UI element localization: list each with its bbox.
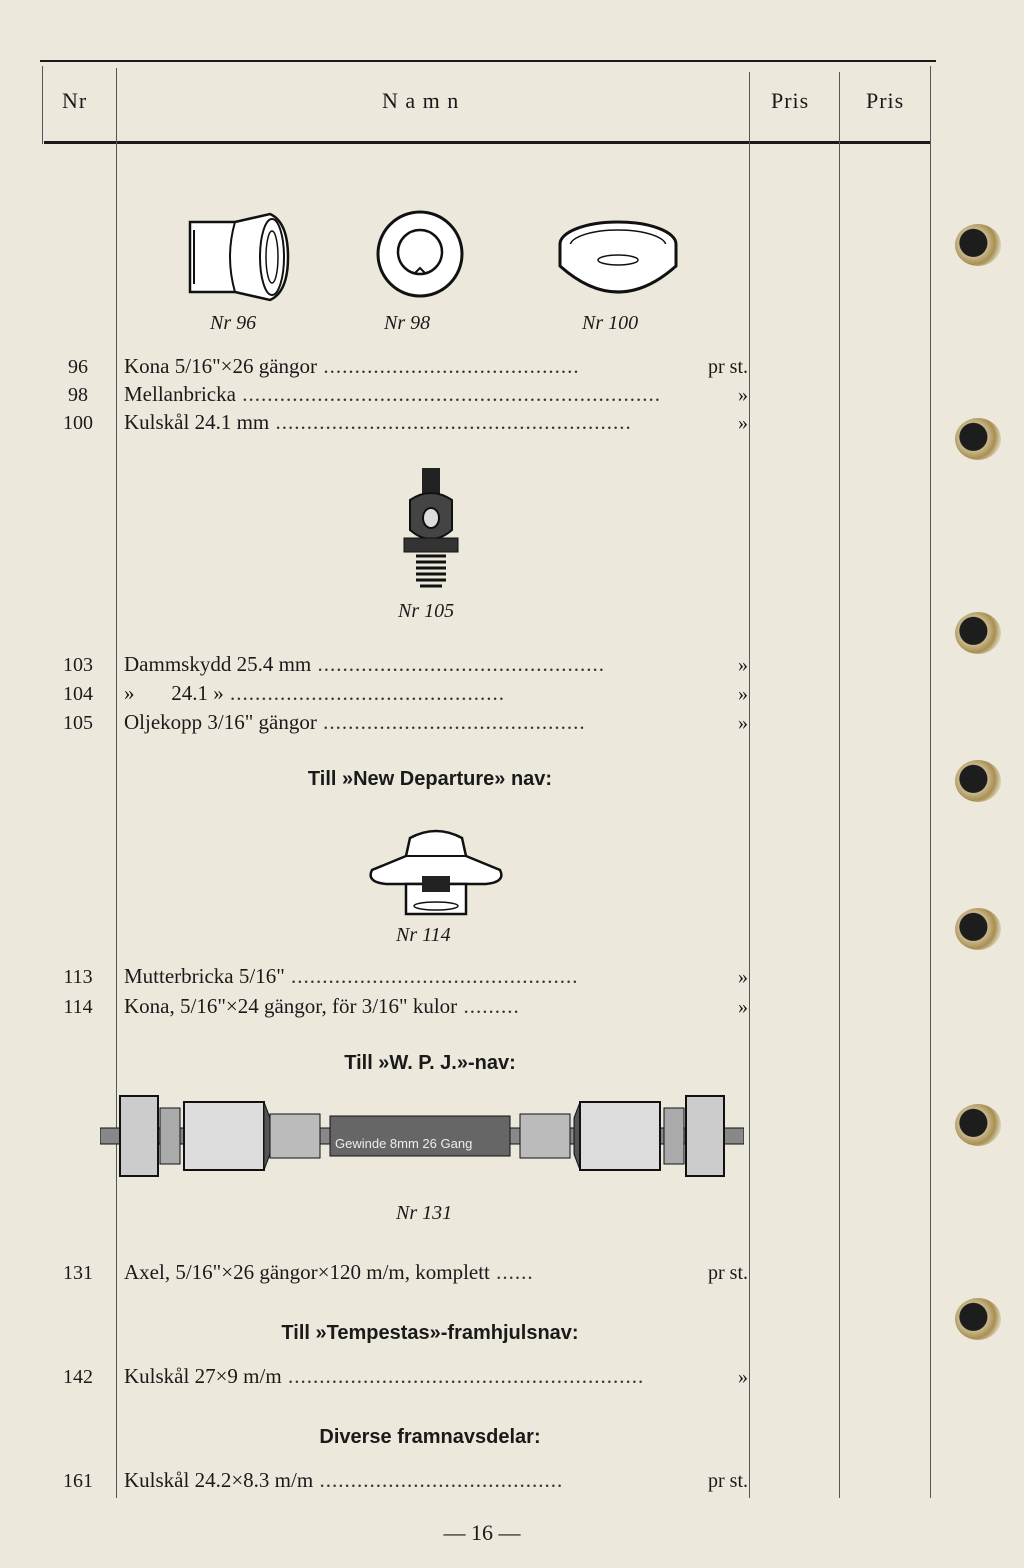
row-nr: 131 bbox=[63, 1262, 93, 1284]
row-name: Mellanbricka ...........................… bbox=[124, 382, 661, 406]
row-name: Kulskål 24.2×8.3 m/m ...................… bbox=[124, 1468, 564, 1492]
header-pris-1: Pris bbox=[771, 88, 810, 113]
cone-114-illustration bbox=[369, 829, 503, 916]
row-nr: 142 bbox=[63, 1366, 93, 1388]
row-nr: 98 bbox=[68, 384, 88, 406]
caption-nr-98: Nr 98 bbox=[384, 312, 431, 334]
header-nr: Nr bbox=[62, 88, 88, 113]
row-name: Kulskål 24.1 mm ........................… bbox=[124, 410, 632, 434]
binder-hole bbox=[955, 1104, 1001, 1146]
washer-98-illustration bbox=[376, 210, 464, 298]
section-wpj: Till »W. P. J.»-nav: bbox=[344, 1052, 516, 1074]
col-line-1 bbox=[116, 68, 117, 1498]
row-nr: 100 bbox=[63, 412, 93, 434]
row-nr: 103 bbox=[63, 654, 93, 676]
row-nr: 104 bbox=[63, 683, 93, 705]
row-unit: pr st. bbox=[708, 1470, 748, 1492]
row-name: Oljekopp 3/16" gängor ..................… bbox=[124, 710, 586, 734]
binder-hole bbox=[955, 612, 1001, 654]
header-pris-2: Pris bbox=[866, 88, 905, 113]
row-unit: » bbox=[738, 683, 748, 705]
binder-hole bbox=[955, 1298, 1001, 1340]
row-unit: » bbox=[738, 412, 748, 434]
row-unit: » bbox=[738, 384, 748, 406]
header-namn: N a m n bbox=[382, 88, 460, 113]
row-name: Kona, 5/16"×24 gängor, för 3/16" kulor .… bbox=[124, 994, 520, 1018]
row-name: Mutterbricka 5/16" .....................… bbox=[124, 964, 579, 988]
row-unit: » bbox=[738, 654, 748, 676]
row-nr: 114 bbox=[63, 996, 93, 1018]
caption-nr-96: Nr 96 bbox=[210, 312, 257, 334]
row-name: Kona 5/16"×26 gängor ...................… bbox=[124, 354, 580, 378]
section-diverse: Diverse framnavsdelar: bbox=[319, 1426, 541, 1448]
row-unit: pr st. bbox=[708, 1262, 748, 1284]
section-tempestas: Till »Tempestas»-framhjulsnav: bbox=[281, 1322, 579, 1344]
col-line-4 bbox=[930, 66, 931, 1498]
caption-nr-131: Nr 131 bbox=[396, 1202, 453, 1224]
row-unit: » bbox=[738, 1366, 748, 1388]
row-name: Kulskål 27×9 m/m .......................… bbox=[124, 1364, 645, 1388]
row-unit: pr st. bbox=[708, 356, 748, 378]
row-name: Dammskydd 25.4 mm ......................… bbox=[124, 652, 605, 676]
header-rule bbox=[44, 141, 930, 144]
binder-hole bbox=[955, 224, 1001, 266]
row-name: » 24.1 » ...............................… bbox=[124, 681, 505, 705]
binder-hole bbox=[955, 908, 1001, 950]
top-rule bbox=[40, 60, 936, 62]
axle-131-illustration: Gewinde 8mm 26 Gang bbox=[100, 1095, 744, 1177]
caption-nr-114: Nr 114 bbox=[396, 924, 451, 946]
row-nr: 113 bbox=[63, 966, 93, 988]
ball-cup-100-illustration bbox=[558, 220, 678, 294]
row-nr: 105 bbox=[63, 712, 93, 734]
binder-hole bbox=[955, 418, 1001, 460]
cone-96-illustration bbox=[188, 212, 290, 302]
row-unit: » bbox=[738, 996, 748, 1018]
binder-hole bbox=[955, 760, 1001, 802]
col-line-2 bbox=[749, 72, 750, 1498]
axle-thread-label: Gewinde 8mm 26 Gang bbox=[335, 1136, 472, 1151]
col-line-3 bbox=[839, 72, 840, 1498]
row-unit: » bbox=[738, 966, 748, 988]
row-name: Axel, 5/16"×26 gängor×120 m/m, komplett … bbox=[124, 1260, 534, 1284]
page-number: — 16 — bbox=[443, 1520, 521, 1545]
oil-cup-105-illustration bbox=[403, 468, 459, 588]
row-unit: » bbox=[738, 712, 748, 734]
row-nr: 96 bbox=[68, 356, 88, 378]
col-line-0 bbox=[42, 66, 43, 144]
section-new-departure: Till »New Departure» nav: bbox=[307, 768, 553, 790]
caption-nr-100: Nr 100 bbox=[582, 312, 639, 334]
row-nr: 161 bbox=[63, 1470, 93, 1492]
caption-nr-105: Nr 105 bbox=[398, 600, 455, 622]
